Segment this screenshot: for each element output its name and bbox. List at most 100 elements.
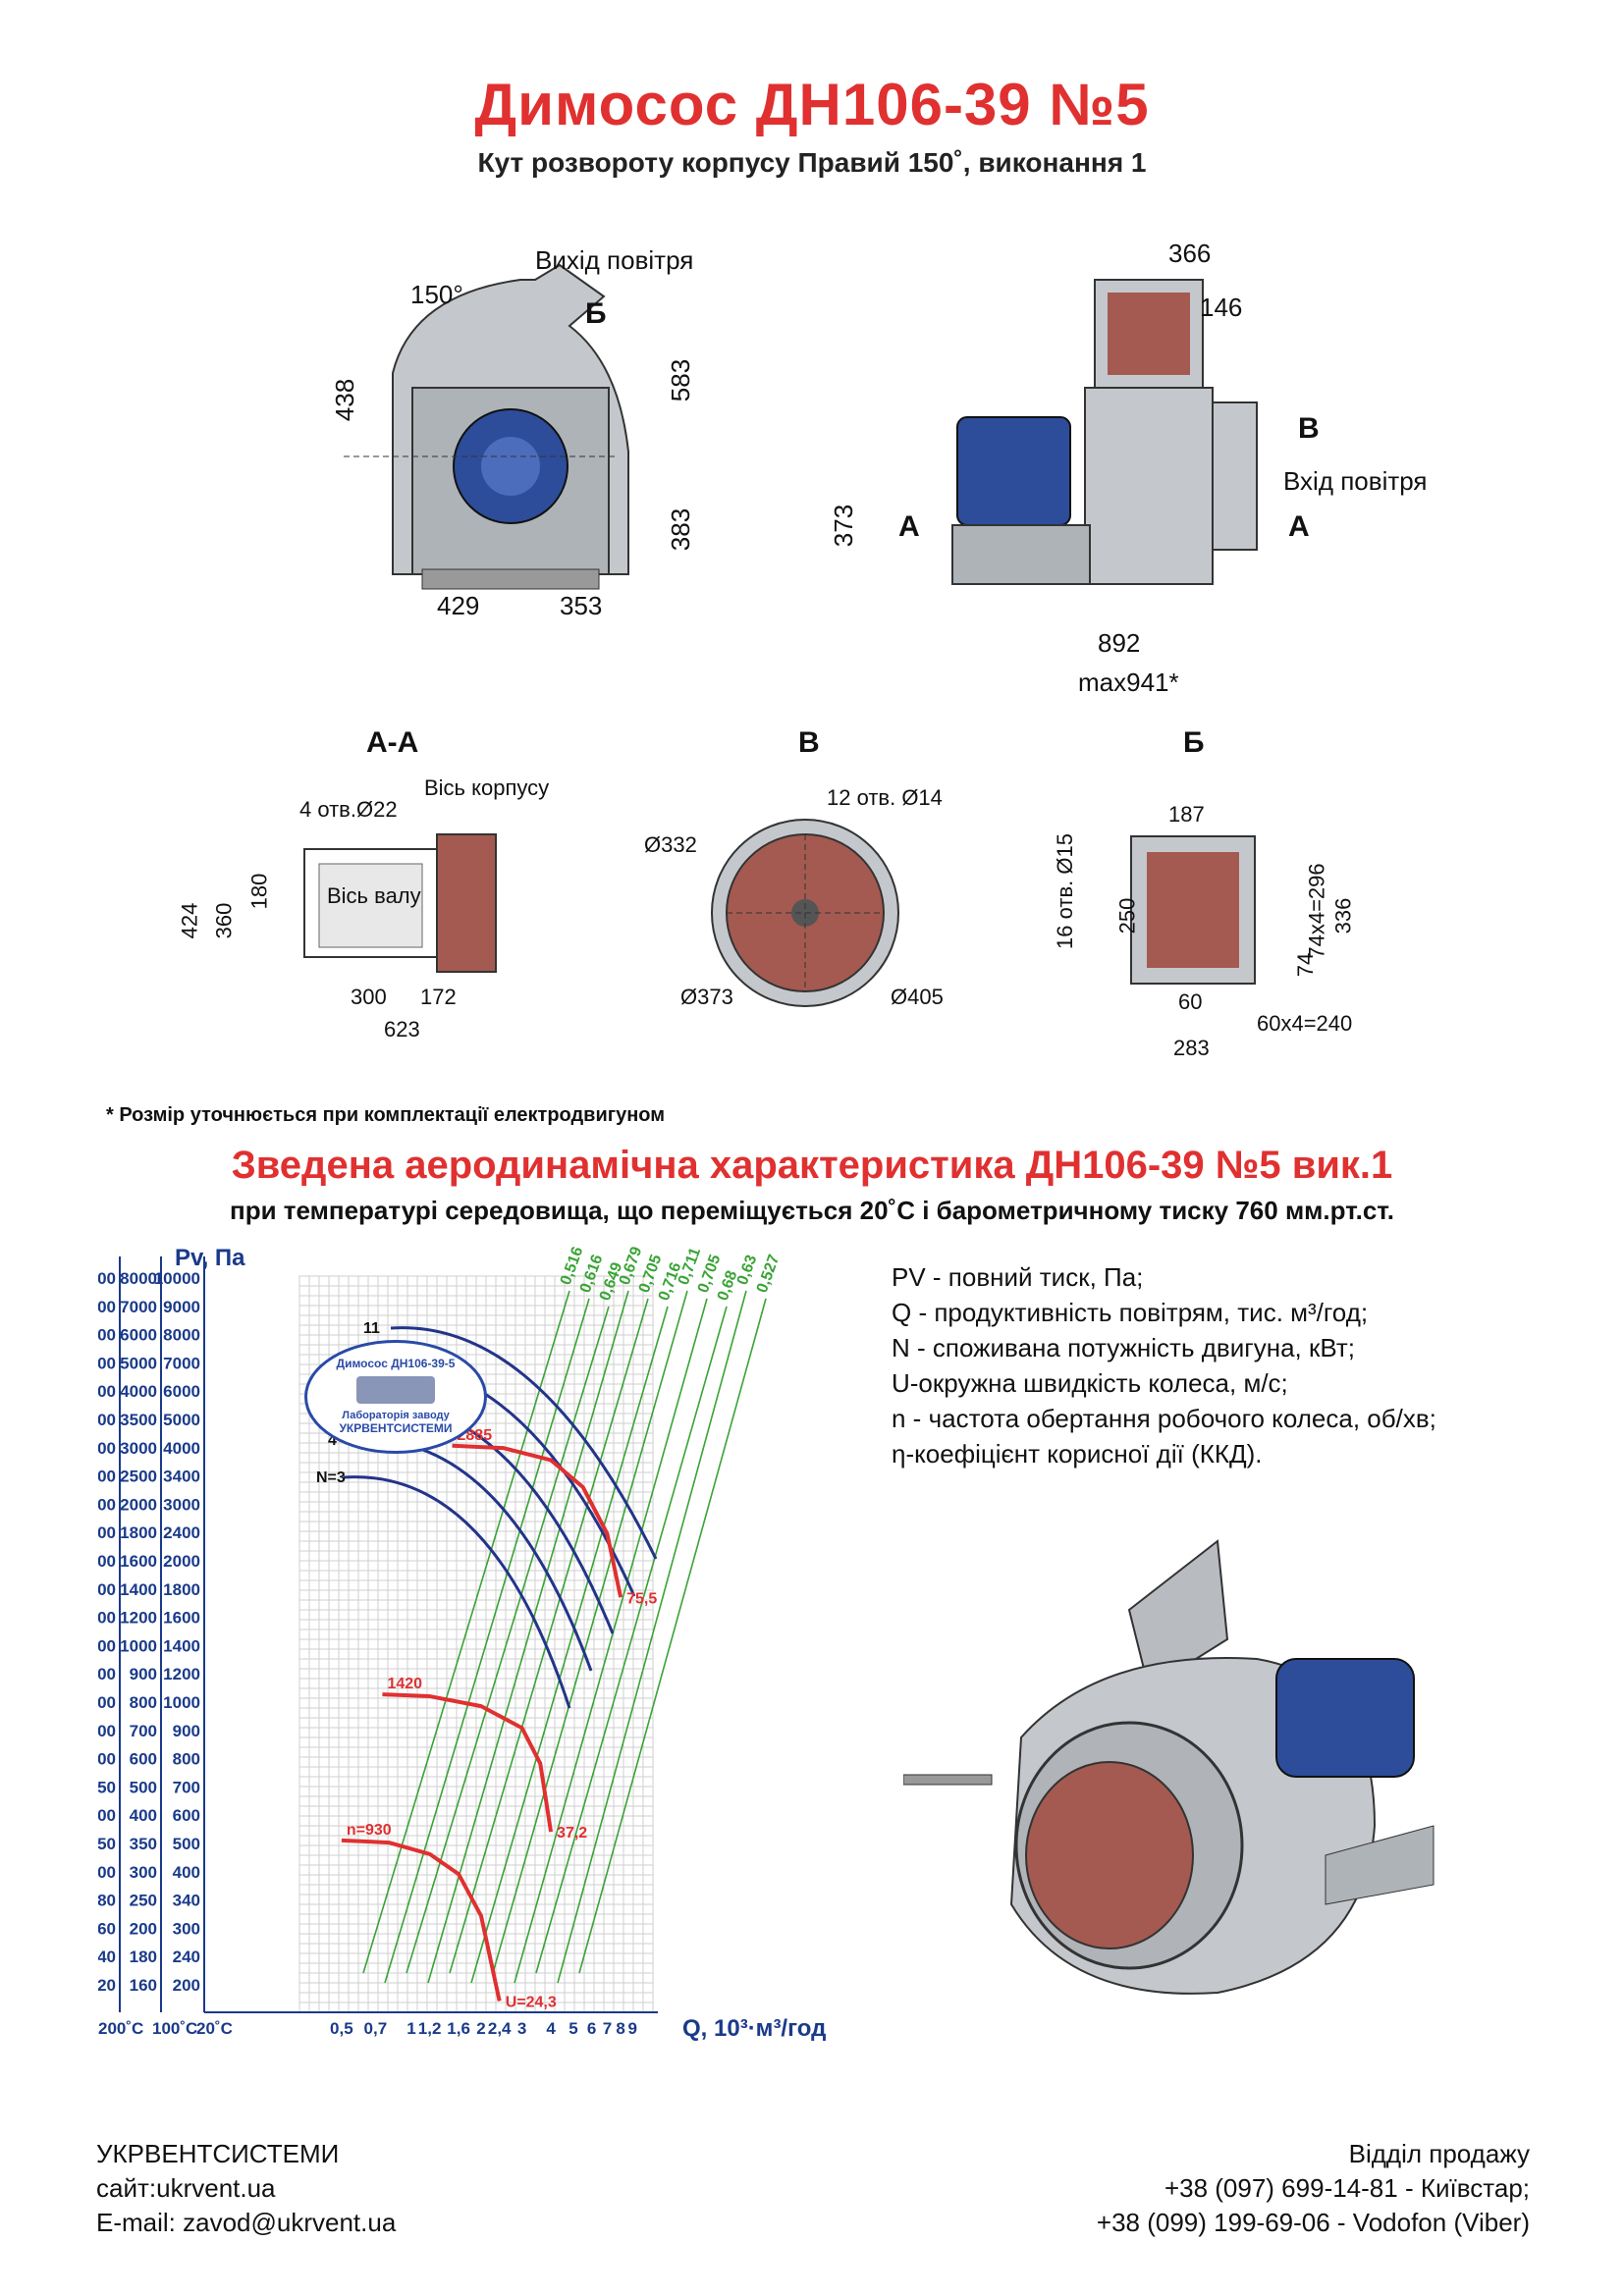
x-tick-label: 9 xyxy=(627,2019,636,2038)
y-tick-label: 700 xyxy=(98,1665,116,1683)
y-tick-label: 8000 xyxy=(120,1269,157,1288)
efficiency-line xyxy=(470,1306,669,1984)
y-tick-label: 900 xyxy=(130,1665,157,1683)
efficiency-line xyxy=(578,1298,767,1974)
lab-stamp: Димосос ДН106-39-5 Лабораторія заводу УК… xyxy=(304,1340,487,1454)
chart-legend: PV - повний тиск, Па; Q - продуктивність… xyxy=(892,1259,1436,1471)
y-tick-label: 7000 xyxy=(120,1298,157,1316)
footer-phone2[interactable]: +38 (099) 199-69-06 - Vodofon (Viber) xyxy=(1096,2208,1530,2237)
stamp-line3: УКРВЕНТСИСТЕМИ xyxy=(339,1421,453,1435)
y-tick-label: 3000 xyxy=(163,1495,200,1514)
aa-dim-623: 623 xyxy=(384,1017,420,1041)
speed-curve-end-label: U=24,3 xyxy=(506,1994,557,2010)
section-b-title: Б xyxy=(1183,726,1205,759)
y-tick-label: 8000 xyxy=(163,1326,200,1345)
legend-rpm: n - частота обертання робочого колеса, о… xyxy=(892,1404,1436,1433)
y-tick-label: 1600 xyxy=(120,1552,157,1571)
y-tick-label: 180 xyxy=(98,1892,116,1910)
y-tick-label: 2000 xyxy=(98,1439,116,1458)
section-b-marker: Б xyxy=(585,297,607,330)
speed-curve xyxy=(382,1692,554,1833)
b-dim-240: 60x4=240 xyxy=(1257,1011,1353,1036)
y-tick-label: 340 xyxy=(173,1892,200,1910)
y-tick-label: 900 xyxy=(173,1722,200,1740)
chart-section-subtitle: при температурі середовища, що переміщує… xyxy=(230,1196,1394,1225)
power-curve-label: N=3 xyxy=(316,1469,346,1486)
footer-site[interactable]: сайт:ukrvent.ua xyxy=(96,2173,276,2203)
x-tick-label: 7 xyxy=(603,2019,612,2038)
y-tick-label: 7000 xyxy=(163,1354,200,1372)
efficiency-line xyxy=(362,1290,570,1974)
section-aa-title: А-А xyxy=(366,726,419,759)
y-tick-label: 2500 xyxy=(98,1411,116,1429)
aa-dim-360: 360 xyxy=(211,902,237,939)
x-tick-label: 5 xyxy=(568,2019,577,2038)
dim-146: 146 xyxy=(1200,293,1243,322)
v-d373: Ø373 xyxy=(680,985,733,1009)
y-tick-label: 9000 xyxy=(163,1298,200,1316)
y-tick-label: 350 xyxy=(130,1835,157,1853)
efficiency-line xyxy=(535,1306,728,1974)
footer-phone1[interactable]: +38 (097) 699-14-81 - Київстар; xyxy=(1164,2173,1530,2203)
y-tick-label: 400 xyxy=(173,1863,200,1882)
y-tick-label: 6000 xyxy=(98,1269,116,1288)
x-tick-label: 6 xyxy=(587,2019,596,2038)
y-tick-label: 3000 xyxy=(98,1382,116,1401)
temp-label: 200˚С xyxy=(98,2019,143,2038)
y-tick-label: 300 xyxy=(173,1919,200,1938)
fan-3d-render xyxy=(903,1531,1512,2042)
y-tick-label: 1400 xyxy=(120,1580,157,1599)
side-view-svg xyxy=(951,279,1258,585)
y-tick-label: 200 xyxy=(173,1976,200,1995)
y-tick-label: 300 xyxy=(98,1806,116,1825)
y-tick-label: 700 xyxy=(130,1722,157,1740)
y-tick-label: 2500 xyxy=(120,1468,157,1486)
efficiency-line xyxy=(449,1298,649,1974)
dim-366: 366 xyxy=(1168,239,1212,268)
angle-label: 150° xyxy=(410,280,463,309)
footer-email[interactable]: E-mail: zavod@ukrvent.ua xyxy=(96,2208,397,2237)
dim-373: 373 xyxy=(829,504,859,548)
y-tick-label: 3500 xyxy=(98,1354,116,1372)
y-tick-label: 500 xyxy=(130,1778,157,1796)
y-tick-label: 250 xyxy=(98,1835,116,1853)
y-tick-label: 1000 xyxy=(98,1580,116,1599)
section-aa-drawing xyxy=(295,825,511,982)
y-tick-label: 240 xyxy=(173,1948,200,1966)
stamp-fan-icon xyxy=(356,1376,435,1404)
y-tick-label: 1400 xyxy=(98,1523,116,1542)
front-view-svg xyxy=(344,263,629,590)
x-tick-label: 1 xyxy=(406,2019,415,2038)
y-tick-label: 6000 xyxy=(163,1382,200,1401)
dim-892: 892 xyxy=(1098,628,1141,658)
y-tick-label: 350 xyxy=(98,1778,116,1796)
y-tick-label: 2000 xyxy=(120,1495,157,1514)
outlet-label: Вихід повітря xyxy=(535,245,694,275)
efficiency-line xyxy=(427,1290,629,1984)
legend-pv: PV - повний тиск, Па; xyxy=(892,1262,1144,1292)
y-tick-label: 4000 xyxy=(163,1439,200,1458)
y-tick-label: 600 xyxy=(98,1693,116,1712)
front-view-drawing xyxy=(324,236,756,648)
aa-dim-180: 180 xyxy=(246,873,272,910)
dim-429: 429 xyxy=(437,591,480,620)
efficiency-line xyxy=(492,1290,688,1974)
stamp-line1: Димосос ДН106-39-5 xyxy=(336,1357,456,1370)
x-tick-label: 1,2 xyxy=(418,2019,442,2038)
b-dim-60: 60 xyxy=(1178,989,1203,1014)
y-tick-label: 1000 xyxy=(120,1636,157,1655)
y-tick-label: 1200 xyxy=(120,1609,157,1628)
b-holes-label: 16 отв. Ø15 xyxy=(1052,833,1077,949)
speed-curve xyxy=(341,1838,502,2002)
section-a-left-marker: А xyxy=(898,510,920,543)
aa-dim-172: 172 xyxy=(420,985,457,1009)
efficiency-line xyxy=(514,1298,708,1984)
x-tick-label: 0,7 xyxy=(364,2019,388,2038)
y-tick-label: 1000 xyxy=(163,1693,200,1712)
aa-shaft-axis: Вісь валу xyxy=(327,883,421,908)
b-dim-187: 187 xyxy=(1168,802,1205,827)
temp-label: 20˚С xyxy=(196,2019,233,2038)
b-dim-336: 336 xyxy=(1330,897,1356,934)
y-tick-label: 5000 xyxy=(163,1411,200,1429)
y-tick-label: 500 xyxy=(173,1835,200,1853)
